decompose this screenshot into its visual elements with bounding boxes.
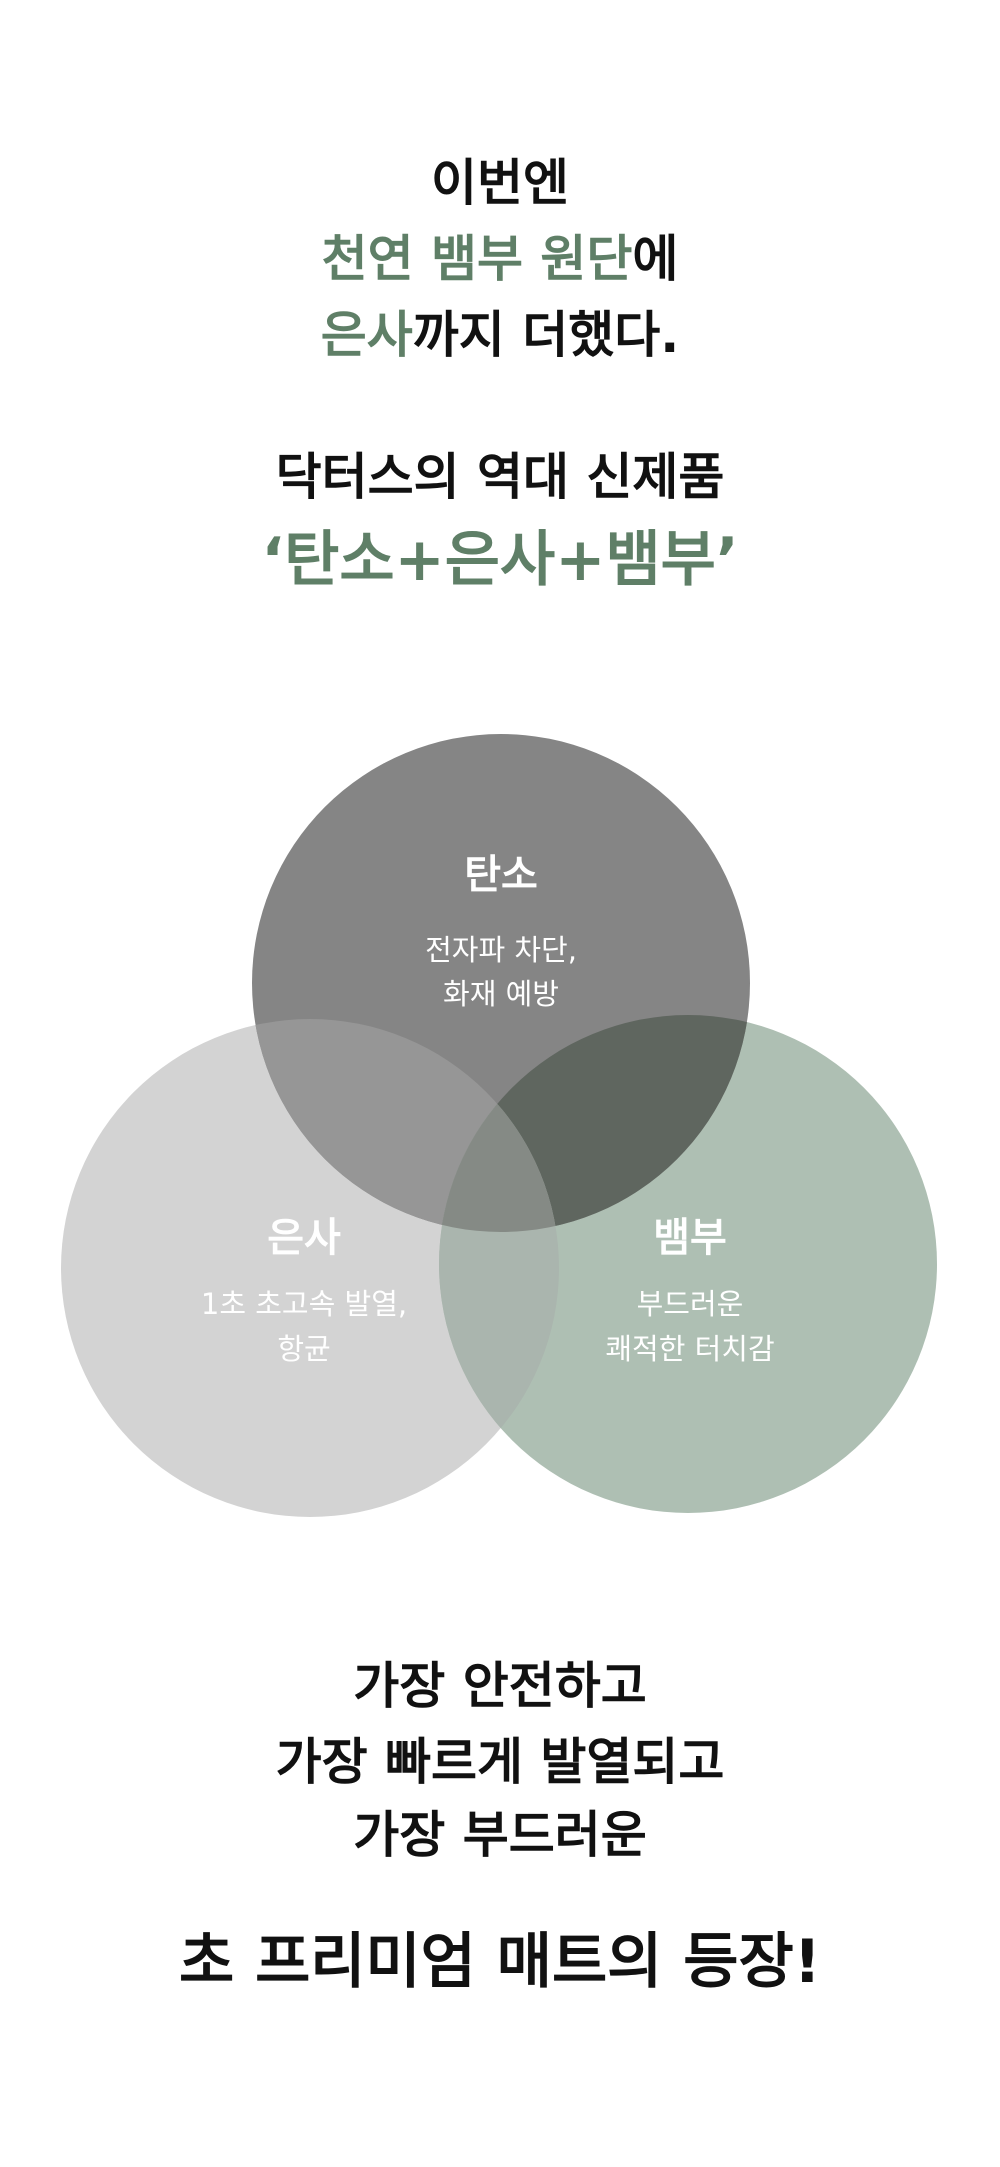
silver-desc-2: 항균 xyxy=(277,1332,331,1366)
headline-line-2: 천연 뱀부 원단에 xyxy=(0,234,1000,284)
carbon-desc-2: 화재 예방 xyxy=(443,977,559,1011)
subheadline-line-1: 닥터스의 역대 신제품 xyxy=(275,448,725,506)
carbon-title: 탄소 xyxy=(464,852,538,898)
headline-green-silver: 은사 xyxy=(320,306,413,364)
subheadline-product: ‘탄소+은사+뱀부’ xyxy=(261,525,739,595)
bamboo-desc-1: 부드러운 xyxy=(636,1287,744,1321)
silver-title: 은사 xyxy=(267,1215,341,1261)
overlap-carbon-bamboo xyxy=(439,1015,750,1232)
overlap-carbon-silver xyxy=(252,1019,559,1232)
silver-desc-1: 1초 초고속 발열, xyxy=(200,1287,408,1321)
headline-suffix: 에 xyxy=(632,230,679,288)
carbon-desc-1: 전자파 차단, xyxy=(425,933,577,967)
closing-final: 초 프리미엄 매트의 등장! xyxy=(178,1927,822,1997)
closing-line-2: 가장 빠르게 발열되고 xyxy=(275,1733,725,1791)
headline-line-1: 이번엔 xyxy=(431,154,569,212)
headline-suffix-2: 까지 더했다. xyxy=(412,306,680,364)
headline-line-3: 은사까지 더했다. xyxy=(0,310,1000,360)
bamboo-desc-2: 쾌적한 터치감 xyxy=(605,1332,775,1366)
bamboo-title: 뱀부 xyxy=(653,1215,727,1261)
headline-green-bamboo: 천연 뱀부 원단 xyxy=(321,230,633,288)
closing-line-1: 가장 안전하고 xyxy=(353,1657,647,1715)
closing-line-3: 가장 부드러운 xyxy=(353,1806,647,1864)
